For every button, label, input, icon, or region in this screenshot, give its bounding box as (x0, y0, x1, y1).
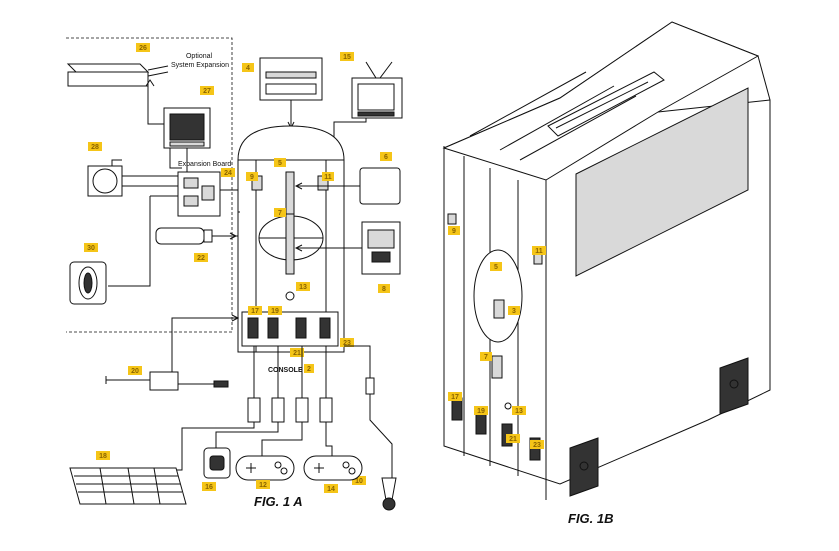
ref-24-badge (221, 168, 235, 177)
ref-15: 15 (343, 54, 351, 61)
b-ref-19: 19 (477, 408, 485, 415)
ref-26: 26 (139, 45, 147, 52)
ref-20-badge (128, 366, 142, 375)
b-ref-17: 17 (451, 394, 459, 401)
b-ref-5-badge (490, 262, 502, 271)
mouse-30 (69, 261, 107, 305)
b-ref-13: 13 (515, 408, 523, 415)
ref-6-badge (380, 152, 392, 161)
b-ref-21: 21 (509, 436, 517, 443)
controller-plugs (176, 346, 333, 471)
ref-11-badge (322, 172, 334, 181)
ref-23: 23 (343, 340, 351, 347)
ref-10: 10 (355, 478, 363, 485)
b-ref-23: 23 (533, 442, 541, 449)
ref-19: 19 (271, 308, 279, 315)
ref-9-badge (246, 172, 258, 181)
ref-12: 12 (259, 482, 267, 489)
ref-4-badge (242, 63, 254, 72)
optional-expansion-label: Optional System Expansion (171, 53, 229, 69)
figure-1a-caption: FIG. 1 A (254, 494, 303, 509)
b-ref-19-badge (474, 406, 488, 415)
monitor-27 (163, 107, 211, 149)
ref-9: 9 (250, 174, 254, 181)
b-ref-11: 11 (535, 248, 543, 255)
b-ref-23-badge (530, 440, 544, 449)
b-ref-9: 9 (452, 228, 456, 235)
ref-18-badge (96, 451, 110, 460)
b-ref-11-badge (532, 246, 546, 255)
ref-21-badge (290, 348, 304, 357)
console-label: CONSOLE (268, 367, 303, 374)
ref-27: 27 (203, 88, 211, 95)
ref-14-badge (324, 484, 338, 493)
gamepad-14 (303, 455, 363, 481)
microphone-10 (344, 345, 397, 511)
device-28 (87, 165, 123, 197)
b-ref-9-badge (448, 226, 460, 235)
ref-8: 8 (382, 286, 386, 293)
figure-1b-caption: FIG. 1B (568, 511, 614, 526)
ref-7-badge (274, 208, 286, 217)
ref-8-badge (378, 284, 390, 293)
ref-17-badge (248, 306, 262, 315)
optional-expansion-unit (66, 63, 169, 87)
ref-27-badge (200, 86, 214, 95)
ref-5: 5 (278, 160, 282, 167)
power-adapter-20 (105, 314, 240, 391)
ref-13: 13 (299, 284, 307, 291)
console-number-badge (304, 364, 314, 373)
b-ref-5: 5 (494, 264, 498, 271)
ref-23-badge (340, 338, 354, 347)
b-ref-17-badge (448, 392, 462, 401)
ref-14: 14 (327, 486, 335, 493)
b-ref-21-badge (506, 434, 520, 443)
ref-28: 28 (91, 144, 99, 151)
ref-11: 11 (324, 174, 332, 181)
keyboard-18 (69, 467, 187, 505)
console-number: 2 (307, 366, 311, 373)
console-body (237, 125, 345, 353)
figure-1a: Optional System Expansion 26 27 28 Expan… (66, 37, 403, 511)
ref-16: 16 (205, 484, 213, 491)
cartridge-4 (259, 57, 323, 101)
ref-4: 4 (246, 65, 250, 72)
ref-17: 17 (251, 308, 259, 315)
b-ref-13-badge (512, 406, 526, 415)
b-ref-7: 7 (484, 354, 488, 361)
ref-18: 18 (99, 453, 107, 460)
ref-5-badge (274, 158, 286, 167)
b-ref-3-badge (508, 306, 520, 315)
b-ref-7-badge (480, 352, 492, 361)
ref-22: 22 (197, 255, 205, 262)
expansion-board-24 (177, 171, 221, 217)
ref-21: 21 (293, 350, 301, 357)
ref-28-badge (88, 142, 102, 151)
ref-20: 20 (131, 368, 139, 375)
gamepad-12 (235, 455, 295, 481)
memory-22 (155, 227, 238, 245)
tv-15 (351, 61, 403, 119)
cartridge-8 (361, 221, 401, 275)
ref-22-badge (194, 253, 208, 262)
b-ref-3: 3 (512, 308, 516, 315)
figure-1b: 9 11 3 5 7 17 19 21 23 13 FIG. 1B (442, 21, 771, 526)
ref-19-badge (268, 306, 282, 315)
ref-16-badge (202, 482, 216, 491)
optional-expansion-boundary (66, 37, 233, 333)
side-grille (575, 87, 749, 277)
ref-30: 30 (87, 245, 95, 252)
ref-6: 6 (384, 154, 388, 161)
device-16 (203, 447, 231, 479)
ref-13-badge (296, 282, 310, 291)
ref-26-badge (136, 43, 150, 52)
ref-10-badge (352, 476, 366, 485)
ref-30-badge (84, 243, 98, 252)
ref-12-badge (256, 480, 270, 489)
device-6 (359, 167, 401, 205)
ref-15-badge (340, 52, 354, 61)
ref-7: 7 (278, 210, 282, 217)
expansion-board-label: Expansion Board (178, 161, 231, 168)
ref-24: 24 (224, 170, 232, 177)
